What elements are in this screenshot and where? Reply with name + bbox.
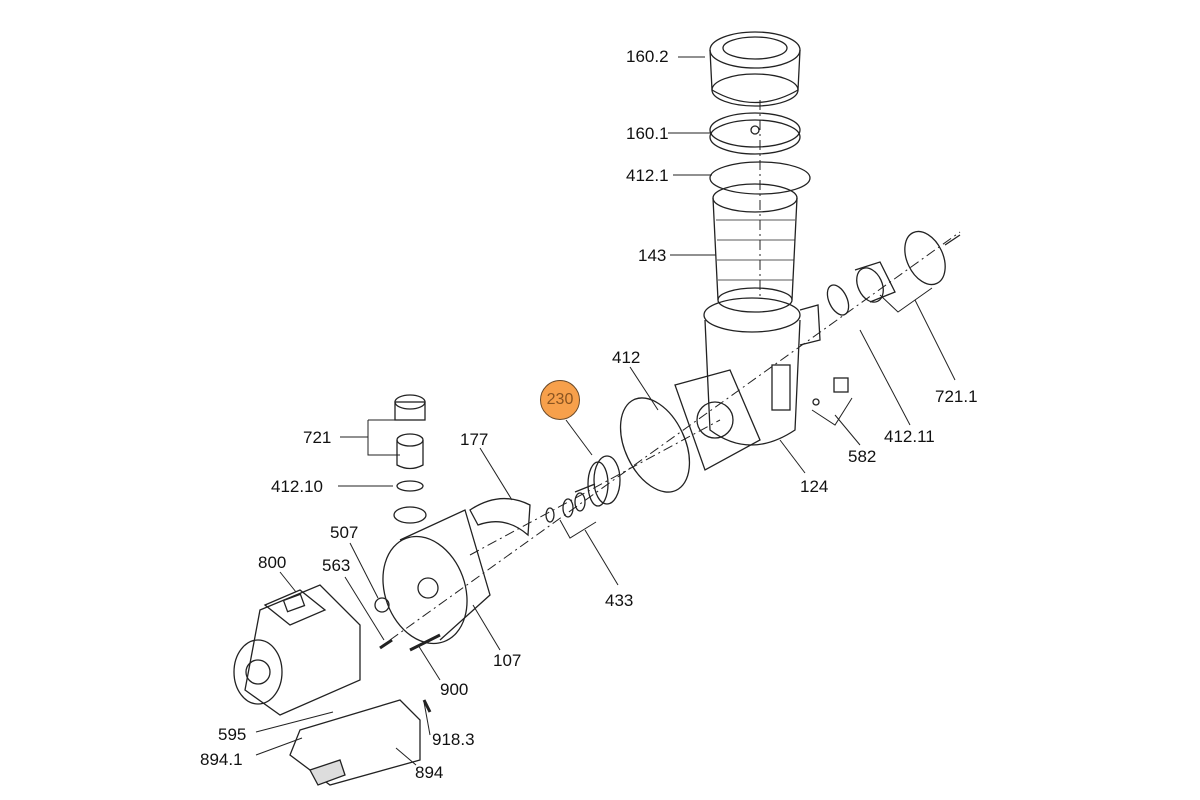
label-894: 894 <box>415 763 444 782</box>
impeller-230 <box>574 455 621 507</box>
label-721-1: 721.1 <box>935 387 978 406</box>
lid-160-1 <box>709 112 801 155</box>
strainer-basket-143 <box>712 183 798 313</box>
label-160-1: 160.1 <box>626 124 669 143</box>
label-177: 177 <box>460 430 489 449</box>
seal-plate-107 <box>382 509 491 645</box>
label-918-3: 918.3 <box>432 730 475 749</box>
pump-housing-124 <box>703 297 821 446</box>
label-507: 507 <box>330 523 359 542</box>
assembly-axis-lines <box>389 100 961 641</box>
union-721-1 <box>854 230 961 303</box>
screw-900 <box>409 633 441 652</box>
label-143: 143 <box>638 246 667 265</box>
o-ring-412 <box>619 397 691 493</box>
motor-800 <box>233 584 361 716</box>
leader-lines <box>255 56 956 766</box>
motor-foot-595 <box>289 699 421 786</box>
label-412-10: 412.10 <box>271 477 323 496</box>
label-412: 412 <box>612 348 641 367</box>
diffuser-177 <box>469 497 531 537</box>
label-894-1: 894.1 <box>200 750 243 769</box>
label-107: 107 <box>493 651 522 670</box>
housing-flange <box>674 369 761 471</box>
label-721: 721 <box>303 428 332 447</box>
label-412-1: 412.1 <box>626 166 669 185</box>
o-ring-412-1 <box>709 161 811 195</box>
screw-918-3 <box>422 699 432 713</box>
label-412-11: 412.11 <box>884 427 935 446</box>
label-582: 582 <box>848 447 877 466</box>
label-433: 433 <box>605 591 634 610</box>
union-721 <box>394 394 426 470</box>
o-ring-412-11 <box>826 284 850 316</box>
washer-507 <box>374 597 390 613</box>
label-563: 563 <box>322 556 351 575</box>
label-800: 800 <box>258 553 287 572</box>
label-595: 595 <box>218 725 247 744</box>
lid-ring-160-2 <box>709 31 801 107</box>
highlighted-part-230[interactable]: 230 <box>540 380 580 420</box>
o-ring-412-10 <box>396 480 424 492</box>
label-124: 124 <box>800 477 829 496</box>
drain-plug-582 <box>812 377 849 406</box>
thread-socket <box>393 506 427 524</box>
label-160-2: 160.2 <box>626 47 669 66</box>
key-563 <box>379 638 393 650</box>
label-900: 900 <box>440 680 469 699</box>
seal-433 <box>545 492 586 523</box>
